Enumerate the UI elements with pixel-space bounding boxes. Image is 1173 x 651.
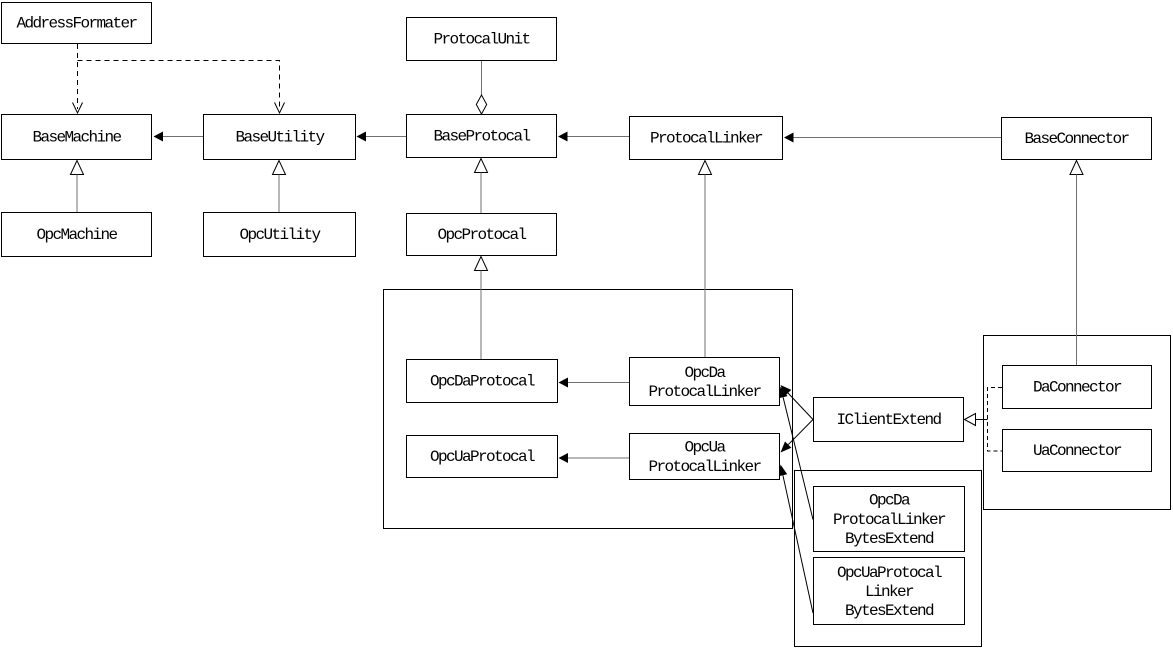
svg-text:ProtocalLinker: ProtocalLinker (650, 130, 763, 148)
svg-text:BaseUtility: BaseUtility (235, 129, 325, 147)
svg-text:OpcUtility: OpcUtility (239, 226, 321, 244)
svg-text:DaConnector: DaConnector (1033, 379, 1122, 397)
svg-text:AddressFormater: AddressFormater (16, 15, 137, 33)
svg-text:IClientExtend: IClientExtend (836, 411, 941, 429)
svg-text:UaConnector: UaConnector (1033, 442, 1122, 460)
svg-text:BaseProtocal: BaseProtocal (433, 128, 530, 146)
svg-text:Linker: Linker (865, 583, 914, 601)
svg-text:OpcDa: OpcDa (684, 364, 726, 382)
svg-text:OpcMachine: OpcMachine (36, 226, 117, 244)
svg-text:OpcUaProtocal: OpcUaProtocal (430, 448, 535, 466)
svg-text:BaseConnector: BaseConnector (1024, 130, 1129, 148)
svg-text:ProtocalLinker: ProtocalLinker (648, 458, 761, 476)
svg-text:BaseMachine: BaseMachine (32, 129, 121, 147)
svg-text:BytesExtend: BytesExtend (845, 602, 934, 620)
svg-text:OpcProtocal: OpcProtocal (437, 226, 526, 244)
svg-text:ProtocalLinker: ProtocalLinker (648, 383, 761, 401)
svg-text:ProtocalUnit: ProtocalUnit (433, 31, 529, 49)
svg-text:OpcDa: OpcDa (869, 492, 911, 510)
svg-text:OpcUaProtocal: OpcUaProtocal (837, 564, 942, 582)
svg-text:BytesExtend: BytesExtend (845, 530, 934, 548)
svg-text:OpcDaProtocal: OpcDaProtocal (430, 373, 535, 391)
svg-text:OpcUa: OpcUa (684, 439, 726, 457)
svg-text:ProtocalLinker: ProtocalLinker (833, 511, 946, 529)
